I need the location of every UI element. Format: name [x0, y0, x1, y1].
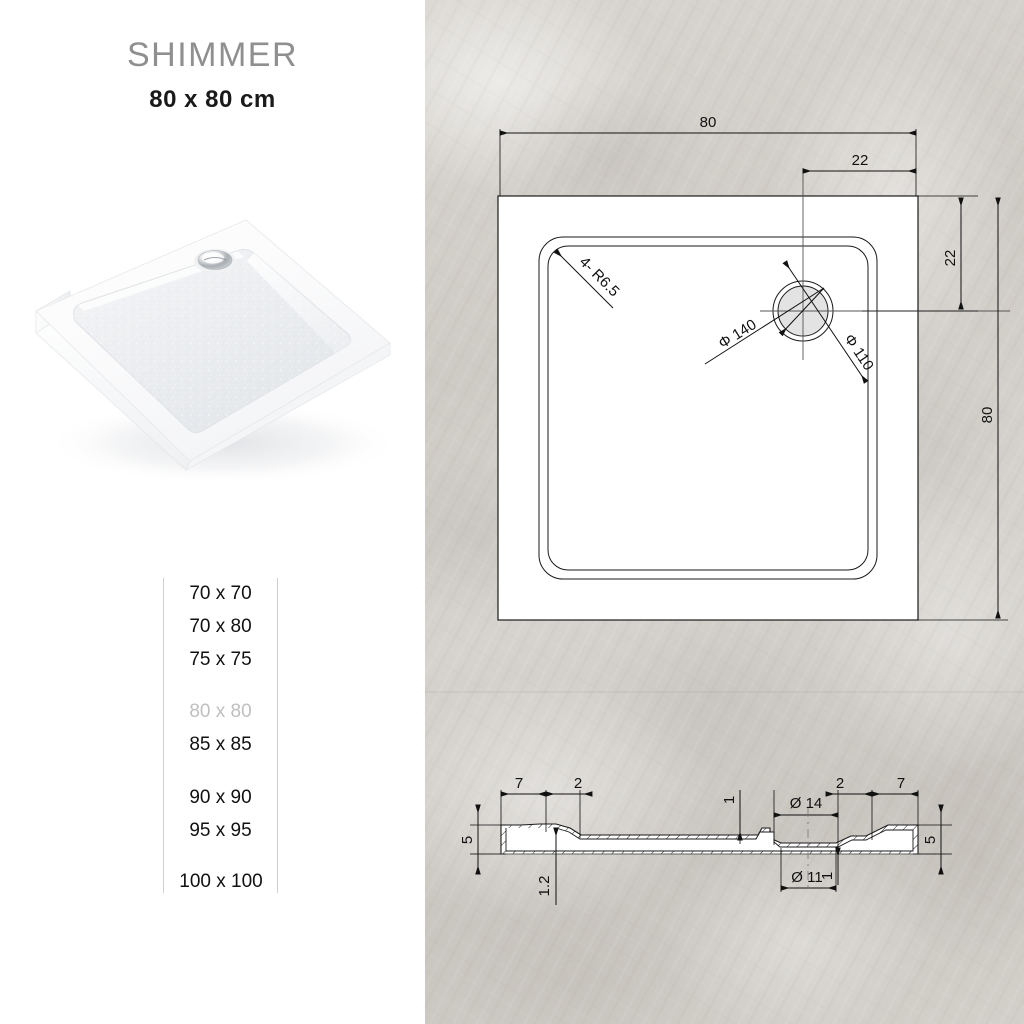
left-info-panel: SHIMMER 80 x 80 cm — [0, 0, 425, 1024]
size-option-6[interactable]: 95 x 95 — [189, 820, 252, 841]
page-title: SHIMMER — [126, 36, 299, 74]
size-option-7[interactable]: 100 x 100 — [179, 871, 263, 892]
right-drawing-panel — [425, 0, 1024, 1024]
size-option-5[interactable]: 90 x 90 — [189, 787, 252, 808]
size-option-0[interactable]: 70 x 70 — [189, 583, 252, 604]
size-option-3-selected[interactable]: 80 x 80 — [189, 701, 252, 722]
size-option-list[interactable]: 70 x 70 70 x 80 75 x 75 80 x 80 85 x 85 … — [163, 578, 278, 893]
product-size-subtitle: 80 x 80 cm — [149, 86, 276, 113]
drain-cover — [194, 249, 236, 273]
background-texture-seam — [425, 0, 1024, 1024]
size-option-1[interactable]: 70 x 80 — [189, 616, 252, 637]
size-option-2[interactable]: 75 x 75 — [189, 649, 252, 670]
product-photo — [18, 215, 418, 500]
size-option-4[interactable]: 85 x 85 — [189, 734, 252, 755]
tray-rim-highlight — [247, 253, 352, 353]
